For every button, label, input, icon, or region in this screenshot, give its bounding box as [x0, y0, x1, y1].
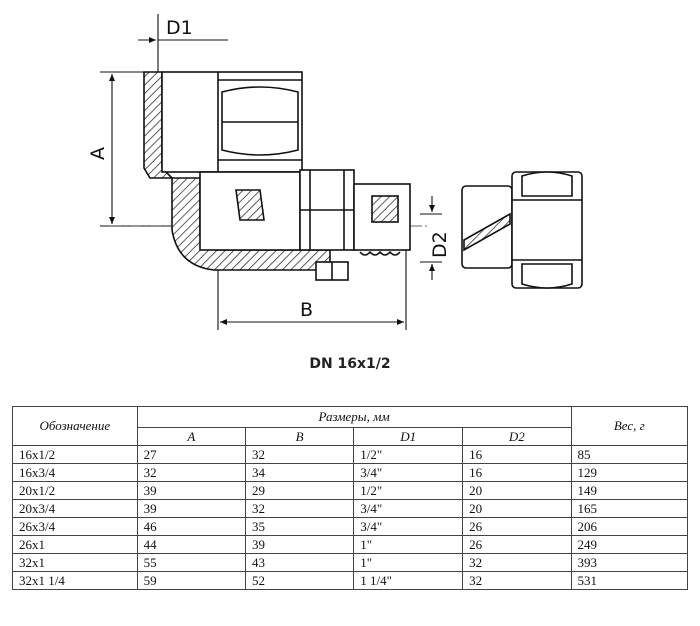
cell-d2: 32 [462, 553, 572, 572]
cell-d1: 3/4" [353, 463, 464, 482]
dimensions-table: Обозначение Размеры, мм Вес, г A B D1 D2… [12, 406, 689, 590]
cell-d2: 26 [462, 517, 572, 536]
table-row: 20x3/4 39 32 3/4" 20 165 [12, 499, 689, 518]
cell-designation: 20x3/4 [12, 499, 138, 518]
cell-b: 32 [244, 499, 355, 518]
cell-d1: 3/4" [353, 499, 464, 518]
cell-d1: 1" [353, 535, 464, 554]
cell-a: 39 [136, 481, 246, 500]
dim-label-a: A [87, 147, 109, 160]
dim-label-d1: D1 [166, 17, 193, 39]
cell-a: 27 [136, 445, 246, 464]
table-header-row: Обозначение Размеры, мм Вес, г [12, 406, 689, 446]
cell-d1: 1/2" [353, 445, 464, 464]
cell-a: 32 [136, 463, 246, 482]
cell-d1: 1" [353, 553, 464, 572]
table-row: 26x1 44 39 1" 26 249 [12, 535, 689, 554]
table-row: 20x1/2 39 29 1/2" 20 149 [12, 481, 689, 500]
cell-b: 43 [244, 553, 355, 572]
cell-weight: 149 [570, 481, 689, 500]
header-dimensions: Размеры, мм [136, 406, 572, 428]
dim-label-b: B [300, 299, 313, 321]
table-row: 16x1/2 27 32 1/2" 16 85 [12, 445, 689, 464]
cell-d1: 3/4" [353, 517, 464, 536]
cell-weight: 249 [570, 535, 689, 554]
subheader-b: B [244, 427, 355, 446]
cell-d2: 16 [462, 463, 572, 482]
cell-a: 59 [136, 571, 246, 590]
cell-d1: 1 1/4" [353, 571, 464, 590]
table-row: 16x3/4 32 34 3/4" 16 129 [12, 463, 689, 482]
cell-d2: 26 [462, 535, 572, 554]
table-row: 26x3/4 46 35 3/4" 26 206 [12, 517, 689, 536]
cell-d2: 20 [462, 481, 572, 500]
cell-b: 52 [244, 571, 355, 590]
cell-a: 44 [136, 535, 246, 554]
cell-d2: 16 [462, 445, 572, 464]
table-row: 32x1 55 43 1" 32 393 [12, 553, 689, 572]
cell-weight: 531 [570, 571, 689, 590]
cell-weight: 85 [570, 445, 689, 464]
cell-b: 29 [244, 481, 355, 500]
fitting-body [143, 71, 411, 281]
cell-weight: 206 [570, 517, 689, 536]
separate-nut-view [461, 171, 583, 289]
dim-label-d2: D2 [429, 231, 451, 258]
cell-designation: 32x1 [12, 553, 138, 572]
cell-weight: 129 [570, 463, 689, 482]
cell-designation: 20x1/2 [12, 481, 138, 500]
cell-d2: 20 [462, 499, 572, 518]
cell-b: 34 [244, 463, 355, 482]
drawing-caption: DN 16x1/2 [309, 356, 391, 372]
cell-designation: 26x3/4 [12, 517, 138, 536]
cell-designation: 16x1/2 [12, 445, 138, 464]
cell-b: 39 [244, 535, 355, 554]
cell-d1: 1/2" [353, 481, 464, 500]
cell-b: 32 [244, 445, 355, 464]
cell-weight: 165 [570, 499, 689, 518]
cell-weight: 393 [570, 553, 689, 572]
cell-designation: 16x3/4 [12, 463, 138, 482]
cell-d2: 32 [462, 571, 572, 590]
cell-designation: 32x1 1/4 [12, 571, 138, 590]
cell-b: 35 [244, 517, 355, 536]
cell-a: 46 [136, 517, 246, 536]
cell-designation: 26x1 [12, 535, 138, 554]
cell-a: 55 [136, 553, 246, 572]
subheader-d2: D2 [462, 427, 572, 446]
table-row: 32x1 1/4 59 52 1 1/4" 32 531 [12, 571, 689, 590]
cell-a: 39 [136, 499, 246, 518]
header-designation: Обозначение [12, 406, 138, 446]
header-weight: Вес, г [570, 406, 689, 446]
fitting-drawing: D1 A D2 B [87, 14, 583, 330]
subheader-a: A [136, 427, 246, 446]
subheader-d1: D1 [353, 427, 464, 446]
